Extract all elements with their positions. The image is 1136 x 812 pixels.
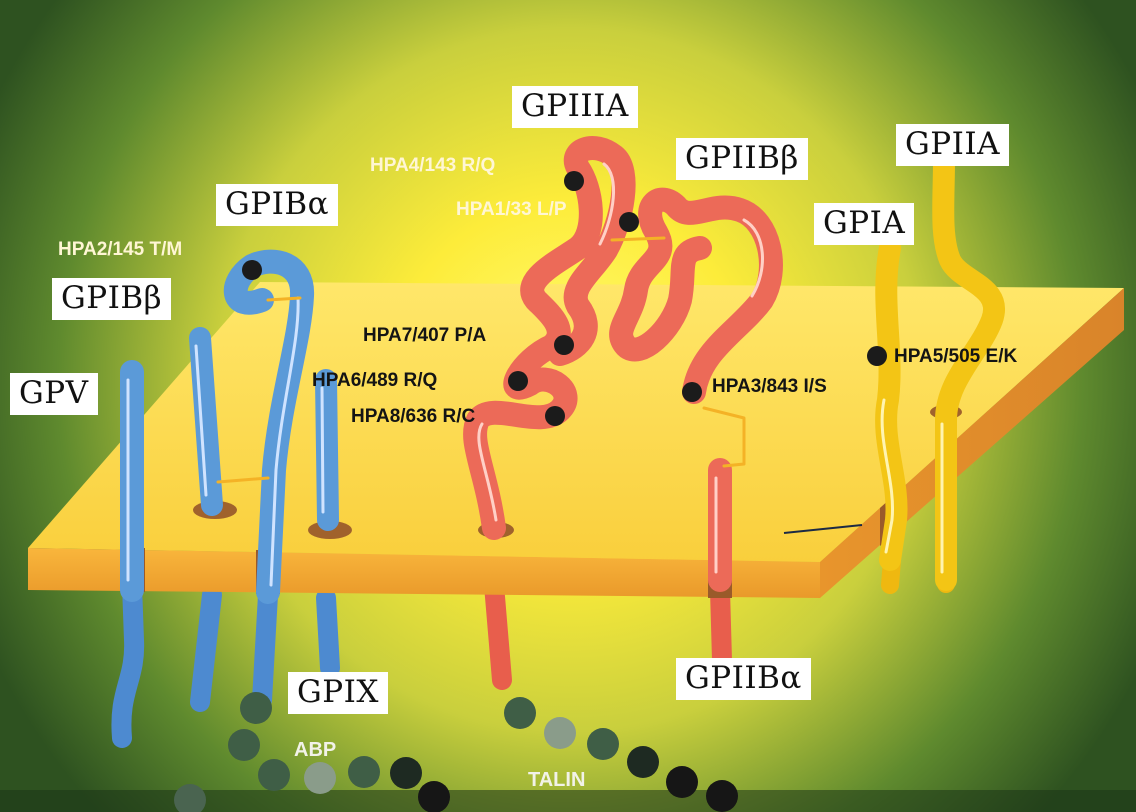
hpa3-label: HPA3/843 I/S [712, 377, 827, 396]
gpiiia-tail [494, 585, 502, 680]
gpix-strand [326, 380, 328, 520]
gpib-alpha-label: GPIBα [216, 184, 338, 226]
hpa5-marker [867, 346, 887, 366]
gpix-tail [326, 598, 330, 668]
hpa1-marker [619, 212, 639, 232]
gpv-label: GPV [10, 373, 98, 415]
gpib-beta-label: GPIBβ [52, 278, 171, 320]
hpa8-label: HPA8/636 R/C [351, 407, 475, 426]
gpiiia-label: GPIIIA [512, 86, 638, 128]
gpib-beta-tail [200, 595, 212, 702]
gpia-label: GPIA [814, 203, 914, 245]
hpa4-label: HPA4/143 R/Q [370, 156, 495, 175]
hpa6-label: HPA6/489 R/Q [312, 371, 437, 390]
talin-label: TALIN [528, 770, 585, 790]
hpa2-marker [242, 260, 262, 280]
gpiia-label: GPIIA [896, 124, 1009, 166]
hpa2-label: HPA2/145 T/M [58, 240, 182, 259]
gpiib-alpha-label: GPIIBα [676, 658, 811, 700]
gpiib-beta-label: GPIIBβ [676, 138, 808, 180]
gpiib-alpha-tail [720, 590, 722, 660]
gpix-label: GPIX [288, 672, 388, 714]
hpa1-label: HPA1/33 L/P [456, 200, 567, 219]
abp-label: ABP [294, 740, 336, 760]
hpa3-marker [682, 382, 702, 402]
gpib-alpha-tail [262, 595, 268, 700]
hpa4-marker [564, 171, 584, 191]
hpa7-label: HPA7/407 P/A [363, 326, 486, 345]
hpa7-marker [554, 335, 574, 355]
hpa6-marker [508, 371, 528, 391]
hpa8-marker [545, 406, 565, 426]
background-shadow [0, 790, 1136, 812]
hpa5-label: HPA5/505 E/K [894, 347, 1017, 366]
